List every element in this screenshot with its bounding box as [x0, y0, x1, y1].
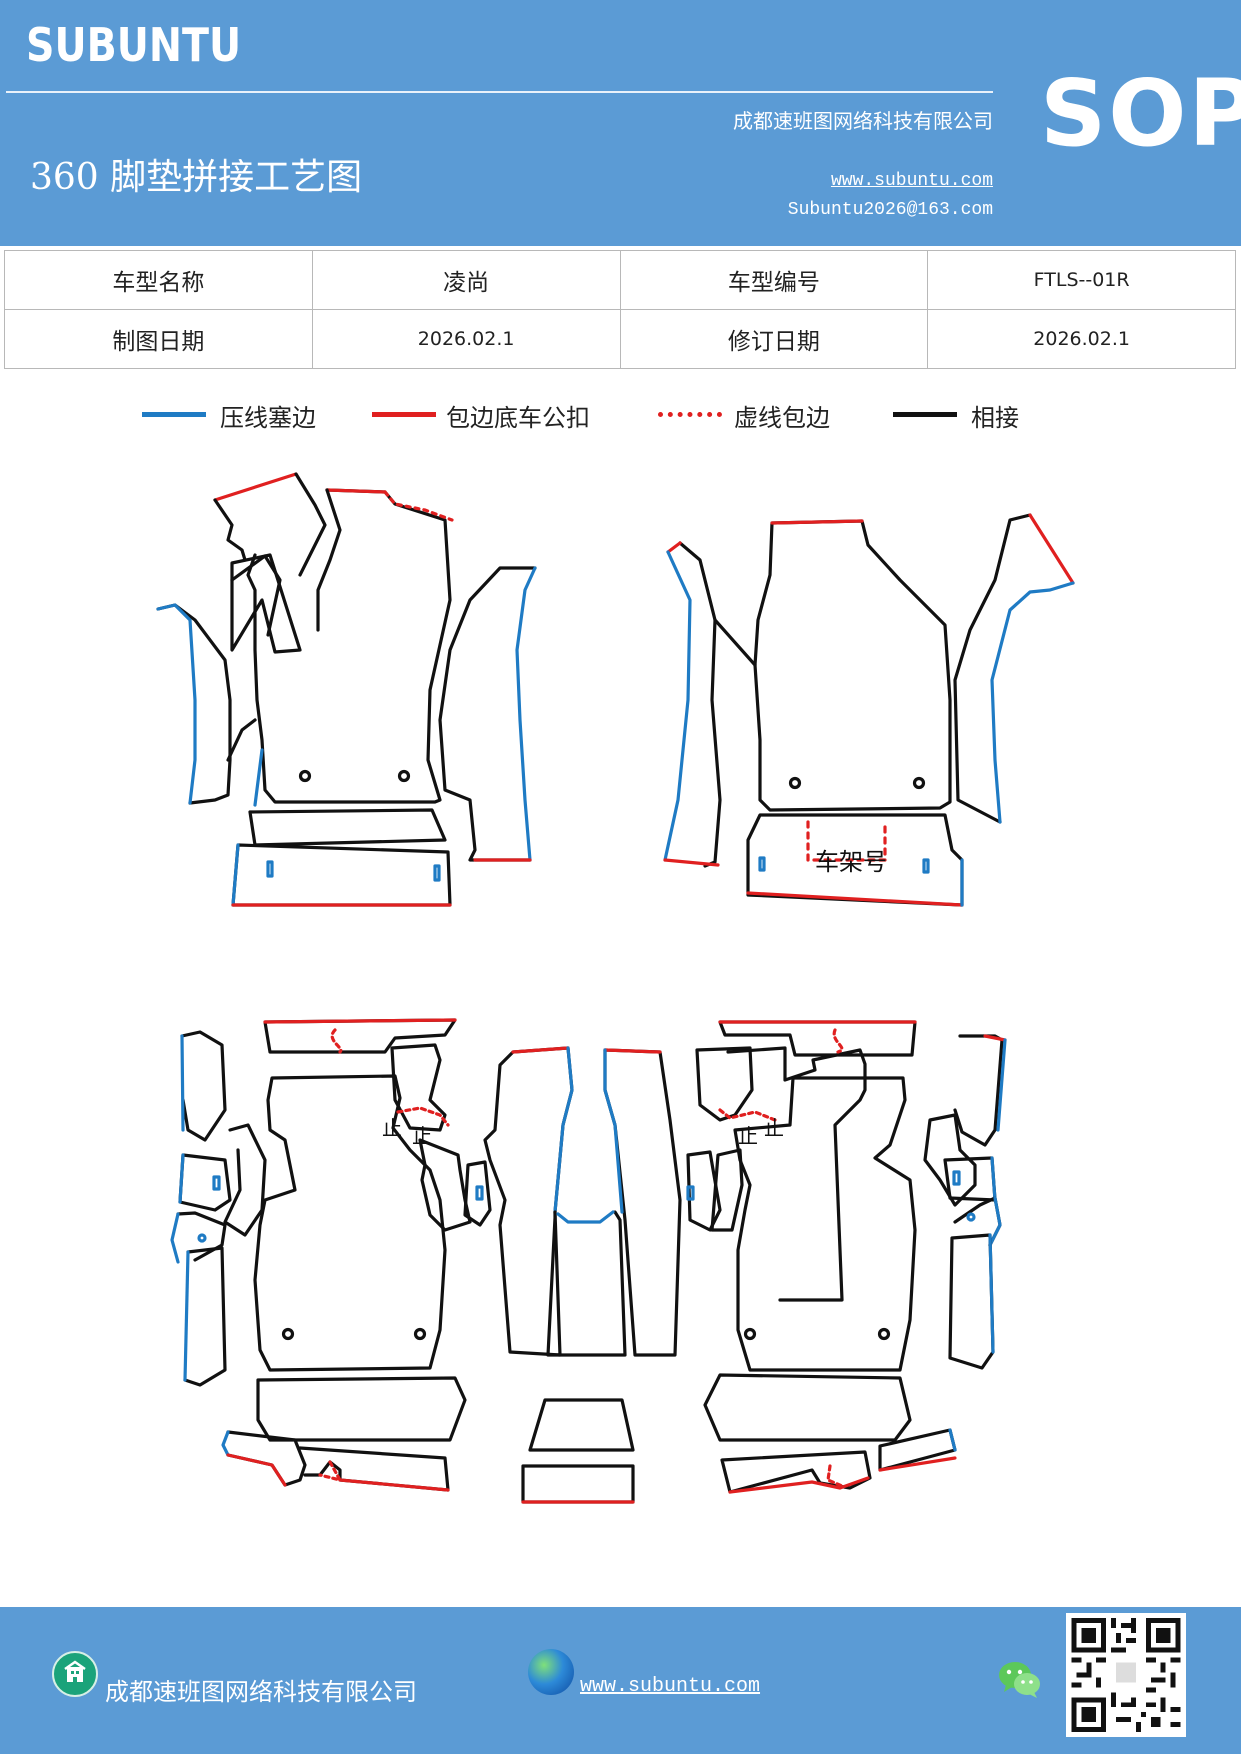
- page-title: 360 脚垫拼接工艺图: [30, 157, 363, 198]
- globe-icon: [528, 1649, 574, 1695]
- header-divider: [6, 91, 993, 93]
- footer-company: 成都速班图网络科技有限公司: [105, 1678, 417, 1706]
- legend-label: 压线塞边: [220, 404, 316, 432]
- legend-swatch: [142, 412, 206, 417]
- rear-right-mat-pieces: [603, 1020, 1007, 1494]
- table-row: 制图日期 2026.02.1 修订日期 2026.02.1: [4, 309, 1236, 369]
- model-name-value: 凌尚: [311, 250, 621, 310]
- stop-mark: 止: [738, 1124, 758, 1148]
- header-company: 成都速班图网络科技有限公司: [733, 109, 993, 133]
- footer-website-link[interactable]: www.subuntu.com: [580, 1675, 761, 1698]
- header-website-link[interactable]: www.subuntu.com: [830, 171, 993, 191]
- stop-mark: 止: [764, 1116, 784, 1140]
- legend-label: 相接: [971, 404, 1019, 432]
- building-icon: [52, 1651, 98, 1697]
- header-email: Subuntu2026@163.com: [787, 200, 993, 220]
- legend-label: 虚线包边: [734, 404, 830, 432]
- legend-label: 包边底车公扣: [446, 404, 590, 432]
- floor-mat-diagram: 车架号 止 止 止 止: [156, 472, 1075, 1504]
- info-table: 车型名称 凌尚 车型编号 FTLS--01R 制图日期 2026.02.1 修订…: [4, 250, 1236, 369]
- legend-swatch: [372, 412, 436, 417]
- front-left-mat-pieces: [156, 472, 537, 907]
- model-code-label: 车型编号: [619, 250, 929, 310]
- brand-logo: SUBUNTU: [26, 18, 242, 72]
- page-header: SUBUNTU 成都速班图网络科技有限公司 360 脚垫拼接工艺图 www.su…: [0, 0, 1241, 246]
- center-tunnel-pieces: [521, 1210, 635, 1504]
- frame-number-label: 车架号: [815, 848, 887, 876]
- revise-date-value: 2026.02.1: [927, 309, 1236, 369]
- sop-badge: SOP: [1040, 60, 1241, 167]
- qr-code[interactable]: [1066, 1613, 1186, 1737]
- front-right-mat-pieces: [663, 513, 1075, 907]
- stop-mark: 止: [412, 1124, 432, 1148]
- wechat-icon[interactable]: [996, 1657, 1044, 1701]
- legend-swatch: [893, 412, 957, 417]
- model-name-label: 车型名称: [4, 250, 313, 310]
- page-footer: 成都速班图网络科技有限公司 www.subuntu.com: [0, 1607, 1241, 1754]
- stop-mark: 止: [382, 1116, 402, 1140]
- rear-left-mat-pieces: [170, 1018, 574, 1492]
- table-row: 车型名称 凌尚 车型编号 FTLS--01R: [4, 250, 1236, 310]
- revise-date-label: 修订日期: [619, 309, 929, 369]
- model-code-value: FTLS--01R: [927, 250, 1236, 310]
- draw-date-value: 2026.02.1: [311, 309, 621, 369]
- draw-date-label: 制图日期: [4, 309, 313, 369]
- legend-swatch: [658, 412, 722, 417]
